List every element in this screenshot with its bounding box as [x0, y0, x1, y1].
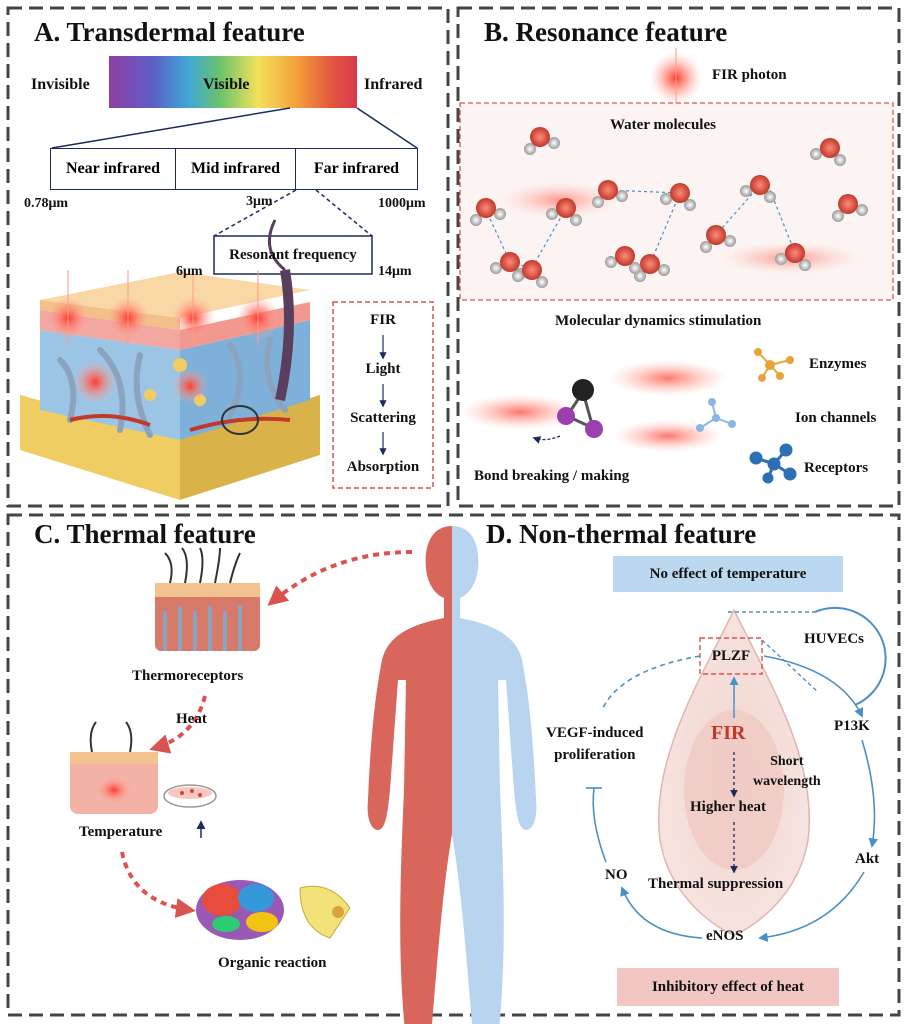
panel-b-title: B. Resonance feature [484, 17, 728, 47]
fir-label: FIR [711, 722, 746, 744]
thermal-suppression-label: Thermal suppression [648, 876, 784, 892]
band-near-infrared: Near infrared [50, 148, 176, 190]
inhibitory-box [617, 968, 839, 1006]
wl-6: 6μm [176, 264, 203, 279]
nerve-illustration [299, 885, 351, 939]
ion-channel-icon [696, 398, 736, 432]
no-effect-box [613, 556, 843, 592]
ir-glows-a [46, 270, 280, 404]
water-molecule [512, 260, 548, 288]
plzf-label: PLZF [711, 647, 751, 664]
panel-d-title: D. Non-thermal feature [486, 519, 757, 549]
chain-scattering: Scattering [350, 410, 416, 426]
heat-label: Heat [176, 711, 207, 727]
band-far-infrared: Far infrared [295, 148, 418, 190]
fir-photon-label: FIR photon [712, 67, 787, 83]
resonant-expand-lines [213, 189, 373, 237]
arrow-temp-to-organ [120, 851, 196, 918]
label-visible: Visible [203, 76, 250, 93]
spectrum-bar [109, 56, 357, 108]
akt-label: Akt [855, 851, 880, 867]
wl-078: 0.78μm [24, 196, 69, 211]
water-molecule [546, 198, 582, 226]
bond-label: Bond breaking / making [474, 468, 630, 484]
ion-channels-label: Ion channels [795, 410, 877, 426]
fir-chain-box [332, 301, 434, 489]
thermoreceptors-label: Thermoreceptors [132, 668, 244, 684]
organic-reaction-label: Organic reaction [218, 955, 327, 971]
chain-absorption: Absorption [346, 459, 420, 475]
short-wavelength-label: Short wavelength [753, 754, 821, 789]
receptors-label: Receptors [804, 460, 869, 476]
panel-borders [6, 6, 901, 1017]
md-label: Molecular dynamics stimulation [555, 313, 762, 329]
enzyme-icon [754, 348, 794, 382]
enzymes-label: Enzymes [809, 356, 867, 372]
inhibitory-label: Inhibitory effect of heat [651, 978, 805, 995]
arrow-skin-to-temp [149, 695, 207, 754]
panel-a-title: A. Transdermal feature [34, 17, 305, 47]
pathway-arrows [586, 655, 879, 942]
water-molecule [832, 194, 868, 222]
no-effect-label: No effect of temperature [649, 565, 807, 582]
water-molecule [592, 180, 628, 208]
bond-photons [460, 360, 728, 452]
temperature-skin-illustration [70, 721, 217, 814]
human-body [367, 526, 537, 1024]
resonant-frequency-label: Resonant frequency [229, 246, 357, 263]
water-molecule [605, 246, 641, 274]
p13k-label: P13K [834, 718, 870, 734]
water-molecules [470, 127, 868, 288]
spectrum-expand-lines [51, 107, 418, 149]
panel-c-title: C. Thermal feature [34, 519, 256, 549]
arrow-body-to-skin [267, 550, 413, 606]
brain-illustration [196, 880, 284, 940]
vegf-label: VEGF-induced proliferation [546, 725, 644, 763]
water-molecule [470, 198, 506, 226]
chain-fir: FIR [370, 312, 396, 328]
label-invisible: Invisible [31, 76, 90, 93]
wl-14: 14μm [378, 264, 412, 279]
water-molecule [700, 225, 736, 253]
wl-1000: 1000μm [378, 196, 426, 211]
chain-light: Light [365, 361, 401, 377]
water-molecule [775, 243, 811, 271]
temperature-label: Temperature [79, 824, 163, 840]
huvecs-circle [814, 606, 887, 706]
water-molecule [810, 138, 846, 166]
band-mid-infrared: Mid infrared [175, 148, 296, 190]
water-molecule [660, 183, 696, 211]
no-label: NO [605, 867, 628, 883]
enos-label: eNOS [706, 928, 744, 944]
water-molecule [524, 127, 560, 155]
skin-illustration [20, 219, 320, 500]
water-molecule [740, 175, 776, 203]
receptor-icon [749, 443, 797, 484]
huvecs-links [728, 611, 819, 693]
higher-heat-label: Higher heat [690, 799, 766, 815]
water-molecules-label: Water molecules [610, 117, 716, 133]
bond-molecule [532, 379, 603, 444]
thermo-skin-illustration [155, 547, 260, 651]
label-infrared: Infrared [364, 76, 423, 93]
resonant-box [213, 235, 373, 275]
huvecs-label: HUVECs [804, 631, 865, 647]
wl-3: 3μm [246, 194, 273, 209]
